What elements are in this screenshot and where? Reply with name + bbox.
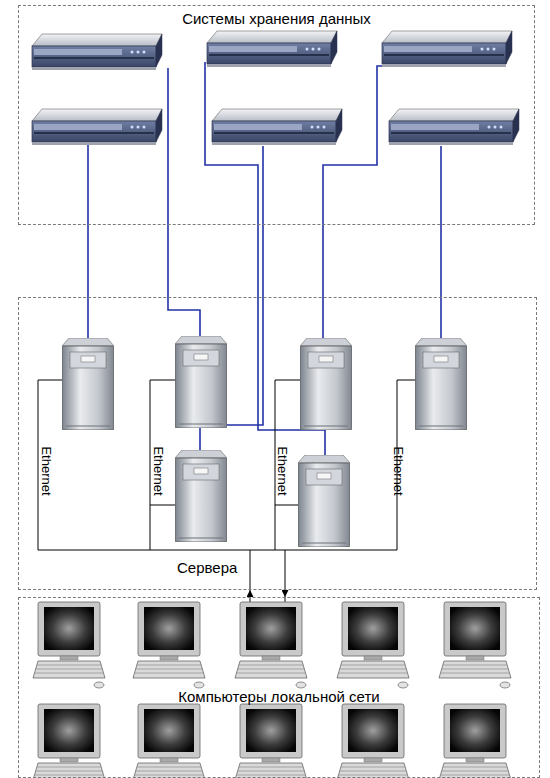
- computer: [133, 602, 205, 688]
- ethernet-wire: [150, 380, 175, 550]
- region-title: Системы хранения данных: [19, 10, 534, 27]
- storage-unit: [382, 31, 512, 67]
- computer: [439, 602, 511, 688]
- computer: [33, 704, 105, 778]
- server-tower: [175, 450, 227, 542]
- storage-unit: [32, 34, 162, 70]
- region-title: Сервера: [177, 559, 267, 576]
- server-tower: [62, 338, 114, 430]
- computer: [235, 602, 307, 688]
- network-label: Ethernet: [275, 446, 289, 495]
- group-region: Системы хранения данных: [18, 5, 535, 225]
- computer: [439, 704, 511, 778]
- region-title: Компьютеры локальной сети: [19, 688, 539, 705]
- storage-wire: [87, 145, 89, 340]
- computer: [337, 602, 409, 688]
- computer: [337, 704, 409, 778]
- storage-unit: [32, 109, 162, 145]
- ethernet-wire: [150, 505, 175, 506]
- storage-unit: [207, 31, 337, 67]
- data-flow-arrow: [285, 590, 286, 597]
- computer: [33, 602, 105, 688]
- network-label: Ethernet: [151, 446, 165, 495]
- server-tower: [175, 336, 227, 428]
- storage-wire: [440, 146, 442, 340]
- storage-wire: [323, 66, 382, 340]
- arrow-shaft: [285, 550, 286, 590]
- group-region: Сервера: [18, 297, 537, 590]
- storage-unit: [212, 109, 342, 145]
- group-region: Компьютеры локальной сети: [18, 597, 540, 778]
- ethernet-wire: [275, 380, 300, 550]
- ethernet-wire: [275, 505, 298, 506]
- server-tower: [298, 455, 350, 547]
- data-flow-arrow: [250, 590, 251, 597]
- network-label: Ethernet: [39, 446, 53, 495]
- server-tower: [300, 338, 352, 430]
- network-label: Ethernet: [391, 446, 405, 495]
- server-tower: [415, 338, 467, 430]
- arrow-shaft: [250, 550, 251, 590]
- storage-unit: [389, 109, 519, 145]
- computer: [133, 704, 205, 778]
- computer: [235, 704, 307, 778]
